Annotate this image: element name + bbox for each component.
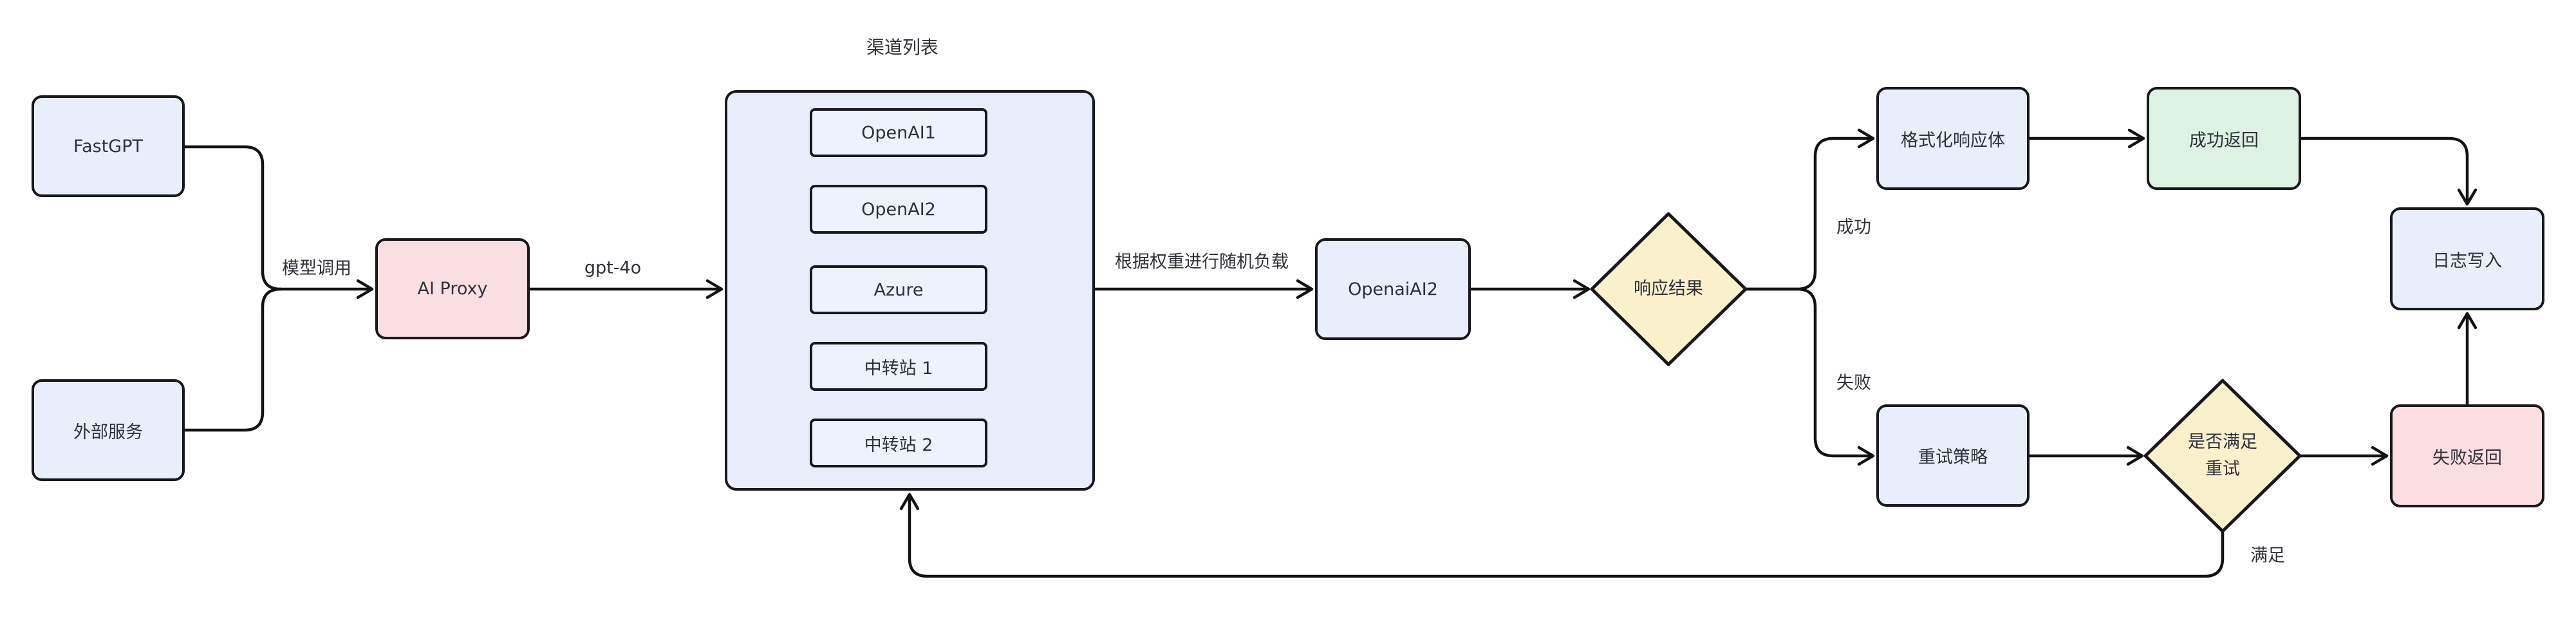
channel-list-title: 渠道列表	[866, 37, 939, 58]
node-channel-openai1: OpenAI1	[810, 108, 987, 157]
label-retry-check-line1: 是否满足	[2188, 432, 2257, 452]
edge-external-merge	[183, 287, 283, 432]
node-channel-azure: Azure	[810, 265, 987, 314]
edge-label-success: 成功	[1836, 217, 1871, 238]
edge-label-weighted-load: 根据权重进行随机负载	[1115, 252, 1289, 272]
edge-resp-retry	[1744, 287, 1871, 458]
arrowhead-channels	[705, 279, 723, 299]
edge-label-fail: 失败	[1836, 373, 1871, 393]
node-log-write: 日志写入	[2390, 207, 2544, 310]
node-openaiai2: OpenaiAI2	[1315, 238, 1471, 340]
arrowhead-format	[1857, 128, 1875, 149]
label-retry-check-line2: 重试	[2205, 459, 2240, 479]
node-channel-openai2: OpenAI2	[810, 185, 987, 234]
node-fastgpt: FastGPT	[32, 95, 185, 197]
edge-label-model-call: 模型调用	[282, 258, 351, 279]
arrowhead-fail	[2371, 446, 2389, 466]
decision-response-result	[1590, 212, 1748, 366]
label-response-result: 响应结果	[1634, 279, 1703, 299]
arrowhead-openaiai2	[1296, 279, 1314, 299]
arrowhead-log-bottom	[2457, 312, 2478, 330]
decision-retry-check	[2143, 379, 2302, 533]
edge-success-log	[2299, 137, 2469, 202]
label-retry-check: 是否满足 重试	[2188, 429, 2257, 483]
edge-resp-format	[1744, 137, 1871, 291]
node-ai-proxy: AI Proxy	[375, 238, 530, 339]
arrowhead-aiproxy	[356, 279, 374, 299]
arrowhead-log-top	[2457, 188, 2478, 206]
node-external-service: 外部服务	[32, 379, 185, 481]
node-retry-policy: 重试策略	[1876, 404, 2030, 507]
arrowhead-resp	[1573, 279, 1591, 299]
node-channel-relay1: 中转站 1	[810, 342, 987, 391]
edge-label-satisfy: 满足	[2250, 545, 2285, 566]
edge-check-channels-loop	[908, 496, 2225, 578]
arrowhead-channels-bottom	[899, 493, 920, 511]
arrowhead-retry	[1857, 446, 1875, 466]
edge-fastgpt-merge	[183, 145, 283, 291]
node-fail-return: 失败返回	[2390, 404, 2544, 507]
edge-label-gpt-4o: gpt-4o	[584, 258, 642, 278]
node-channel-relay2: 中转站 2	[810, 419, 987, 467]
arrowhead-check	[2126, 446, 2144, 466]
arrowhead-success	[2127, 128, 2145, 149]
node-success-return: 成功返回	[2147, 87, 2301, 190]
node-format-response: 格式化响应体	[1876, 87, 2030, 190]
